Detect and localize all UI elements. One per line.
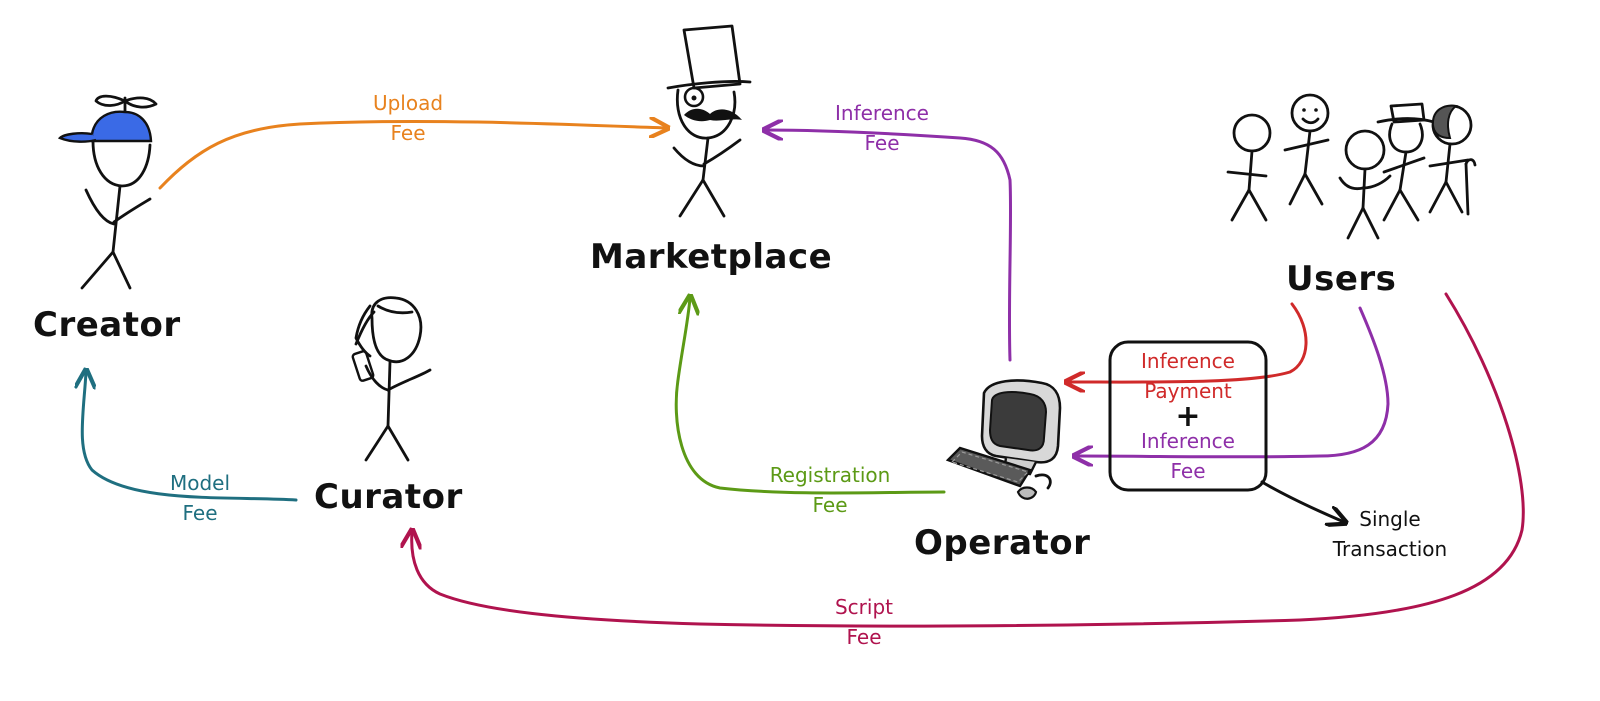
- model-label-line1: Model: [169, 471, 231, 495]
- single-transaction-arrow: [1260, 480, 1344, 522]
- inference-fee-users-label: Inference Fee: [1112, 426, 1264, 486]
- registration-fee-label: Registration Fee: [748, 460, 912, 520]
- payment-line2: Payment: [1144, 379, 1232, 403]
- script-label-line1: Script: [834, 595, 893, 619]
- box-fee-line1: Inference: [1141, 429, 1235, 453]
- operator-label: Operator: [914, 523, 1091, 563]
- plus-sign: +: [1175, 399, 1201, 434]
- registration-label-line2: Fee: [812, 493, 848, 517]
- upload-fee-arrow: [158, 121, 666, 190]
- registration-label-line1: Registration: [769, 463, 891, 487]
- model-label-line2: Fee: [182, 501, 218, 525]
- upload-label-line1: Upload: [372, 91, 444, 115]
- creator-label: Creator: [33, 305, 181, 345]
- inference-fee-users-arrow: [1076, 306, 1390, 457]
- upload-fee-label: Upload Fee: [358, 88, 458, 148]
- creator-figure-icon: [57, 94, 158, 290]
- box-fee-line2: Fee: [1170, 459, 1206, 483]
- upload-label-line2: Fee: [390, 121, 426, 145]
- users-group-icon: [1226, 93, 1477, 240]
- inference-fee-market-label: Inference Fee: [820, 98, 944, 158]
- single-line1: Single: [1359, 507, 1421, 531]
- users-label: Users: [1286, 259, 1397, 299]
- inference-market-line2: Fee: [864, 131, 900, 155]
- marketplace-figure-icon: [666, 24, 752, 218]
- transaction-box: [1108, 340, 1268, 492]
- computer-icon: [945, 379, 1062, 500]
- script-fee-label: Script Fee: [816, 592, 912, 652]
- payment-line1: Inference: [1141, 349, 1235, 373]
- script-fee-arrow: [412, 292, 1525, 628]
- inference-payment-label: Inference Payment: [1112, 346, 1264, 406]
- single-line2: Transaction: [1332, 537, 1448, 561]
- registration-fee-arrow: [674, 298, 946, 495]
- inference-payment-arrow: [1068, 302, 1308, 382]
- model-fee-label: Model Fee: [152, 468, 248, 528]
- inference-market-line1: Inference: [835, 101, 929, 125]
- single-transaction-label: Single Transaction: [1310, 504, 1470, 564]
- model-fee-arrow: [82, 372, 298, 502]
- marketplace-label: Marketplace: [590, 237, 833, 277]
- curator-label: Curator: [314, 477, 463, 517]
- curator-figure-icon: [351, 296, 432, 462]
- inference-fee-market-arrow: [766, 130, 1013, 362]
- script-label-line2: Fee: [846, 625, 882, 649]
